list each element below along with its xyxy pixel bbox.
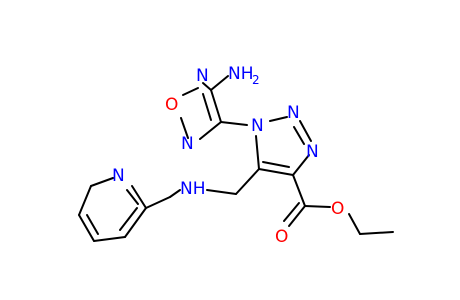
pyridine-ring (78, 177, 147, 242)
bond-n1-n2 (269, 116, 288, 122)
oxadiazole-nitrogen-bottom-label: N (181, 134, 194, 154)
bond-pyr-c3-c2-inner (119, 207, 138, 231)
bond-c5-ch2 (235, 168, 260, 195)
bond-pyr-c2-n-inner (126, 189, 139, 205)
triazole-ring (255, 116, 312, 176)
bond-o-ch2 (348, 213, 361, 235)
bond-c3-c4 (210, 89, 222, 123)
bond-c4-c5-inner (262, 161, 290, 168)
bond-n2-n3-inner (293, 126, 305, 145)
oxadiazole-ring (180, 82, 222, 140)
bond-pyr-c5-c4 (78, 214, 95, 242)
bond-n2-c3 (202, 82, 212, 91)
amino-subscript-label: 2 (252, 73, 260, 87)
amine-nh-label: NH (180, 179, 206, 199)
bond-c4-triazole-n1 (220, 121, 248, 126)
triazole-n2-label: N (287, 103, 300, 123)
bond-n5-o1 (180, 117, 189, 139)
bond-ester-c-o-single (304, 205, 331, 208)
triazole-n1-label: N (251, 116, 264, 136)
bond-c5-n1 (255, 135, 260, 170)
bond-pyr-c3-c2 (124, 207, 147, 238)
pyridine-nitrogen-label: N (112, 166, 125, 186)
oxadiazole-nitrogen-top-label: N (196, 66, 209, 86)
bond-n2-n3 (299, 120, 312, 142)
triazole-n3-label: N (306, 142, 319, 162)
ester-carbonyl-oxygen-label: O (275, 227, 288, 247)
bond-o1-n2 (182, 87, 199, 96)
bond-pyr-c6-c5 (78, 185, 92, 216)
bond-pyr-c4-c3 (93, 236, 126, 242)
bond-c3-c4-inner (202, 93, 212, 121)
bond-ester-c-o-double (288, 205, 306, 227)
bond-ester-c-o-double-inner (283, 202, 300, 222)
bond-pyr-c2-n (131, 185, 147, 209)
bond-ch2-ch3 (359, 231, 394, 235)
bond-n3-c4 (292, 154, 310, 176)
bond-ch2-nh (206, 189, 237, 195)
bond-pyr-n-c6 (90, 177, 114, 187)
bond-nh-ch2b (169, 189, 181, 198)
bond-c3-nh2 (210, 75, 229, 91)
bond-c4-n5 (199, 121, 222, 140)
bond-c4-c5 (258, 168, 294, 176)
bond-c4-ester-c (292, 174, 306, 207)
bond-ch2b-pyr (145, 196, 171, 209)
amino-nh-label: NH (228, 64, 254, 84)
oxadiazole-oxygen-label: O (165, 95, 178, 115)
ester-ether-oxygen-label: O (331, 199, 344, 219)
bond-pyr-c5-c4-inner (86, 214, 99, 235)
